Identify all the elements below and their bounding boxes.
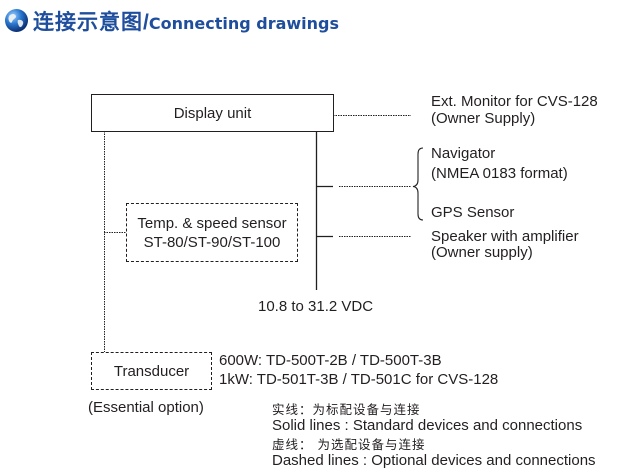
power-label: 10.8 to 31.2 VDC <box>258 298 374 315</box>
legend-solid-cn: 实线：为标配设备与连接 <box>272 402 421 417</box>
temp-sensor-box: Temp. & speed sensor ST-80/ST-90/ST-100 <box>126 203 298 262</box>
title-separator: / <box>143 11 149 34</box>
header: 连接示意图/Connecting drawings <box>0 0 631 40</box>
speaker-line2: (Owner supply) <box>431 244 533 261</box>
legend-dashed-cn: 虚线： 为选配设备与连接 <box>272 437 426 452</box>
title-chinese: 连接示意图 <box>33 10 143 34</box>
transducer-box: Transducer <box>91 352 212 390</box>
temp-sensor-line2: ST-80/ST-90/ST-100 <box>143 233 281 251</box>
gps-sensor-label: GPS Sensor <box>431 204 515 221</box>
legend-dashed-en: Dashed lines : Optional devices and conn… <box>272 452 596 469</box>
speaker-line1: Speaker with amplifier <box>431 228 579 245</box>
navigator-line2: (NMEA 0183 format) <box>431 165 568 182</box>
temp-sensor-line1: Temp. & speed sensor <box>137 214 287 232</box>
display-unit-box: Display unit <box>91 94 334 132</box>
transducer-label: Transducer <box>113 362 190 380</box>
ext-monitor-line1: Ext. Monitor for CVS-128 <box>431 93 598 110</box>
brace <box>412 147 424 221</box>
legend-solid-en: Solid lines : Standard devices and conne… <box>272 417 583 434</box>
transducer-models-line2: 1kW: TD-501T-3B / TD-501C for CVS-128 <box>219 371 499 388</box>
globe-icon <box>5 9 28 32</box>
ext-monitor-line2: (Owner Supply) <box>431 110 536 127</box>
title-english: Connecting drawings <box>148 14 340 33</box>
display-unit-label: Display unit <box>173 104 252 122</box>
navigator-line1: Navigator <box>431 145 496 162</box>
page-title: 连接示意图/Connecting drawings <box>33 6 339 36</box>
transducer-models-line1: 600W: TD-500T-2B / TD-500T-3B <box>219 352 442 369</box>
essential-option-label: (Essential option) <box>88 399 204 416</box>
